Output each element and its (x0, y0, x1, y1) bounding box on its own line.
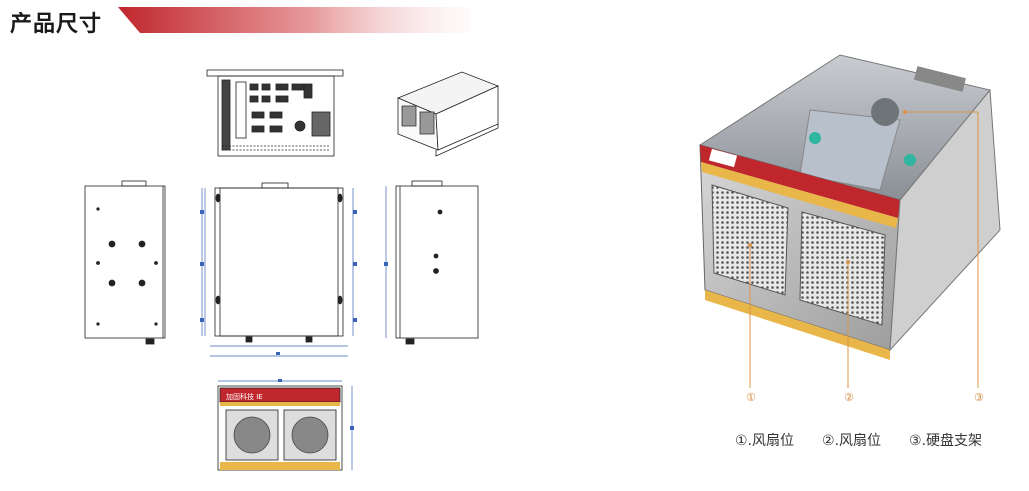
marker-fan-2: ② (844, 391, 854, 404)
callout-captions: ①.风扇位 ②.风扇位 ③.硬盘支架 (735, 430, 1025, 450)
title-ribbon (118, 7, 470, 33)
product-photo (698, 54, 1001, 388)
marker-hdd-bracket: ③ (974, 391, 984, 404)
front-brand-label: 加固科技 IE (226, 392, 263, 401)
rear-view-drawing (206, 69, 344, 157)
section-title: 产品尺寸 (10, 12, 103, 37)
front-view-drawing: 加固科技 IE (217, 379, 354, 471)
caption-fan-2: ②.风扇位 (822, 433, 882, 449)
right-side-view-drawing (384, 180, 479, 345)
top-view-drawing (200, 182, 357, 357)
caption-hdd-bracket: ③.硬盘支架 (909, 433, 983, 449)
left-side-view-drawing (84, 180, 166, 345)
caption-fan-1: ①.风扇位 (735, 433, 795, 449)
marker-fan-1: ① (746, 391, 756, 404)
isometric-view-drawing (396, 71, 500, 157)
